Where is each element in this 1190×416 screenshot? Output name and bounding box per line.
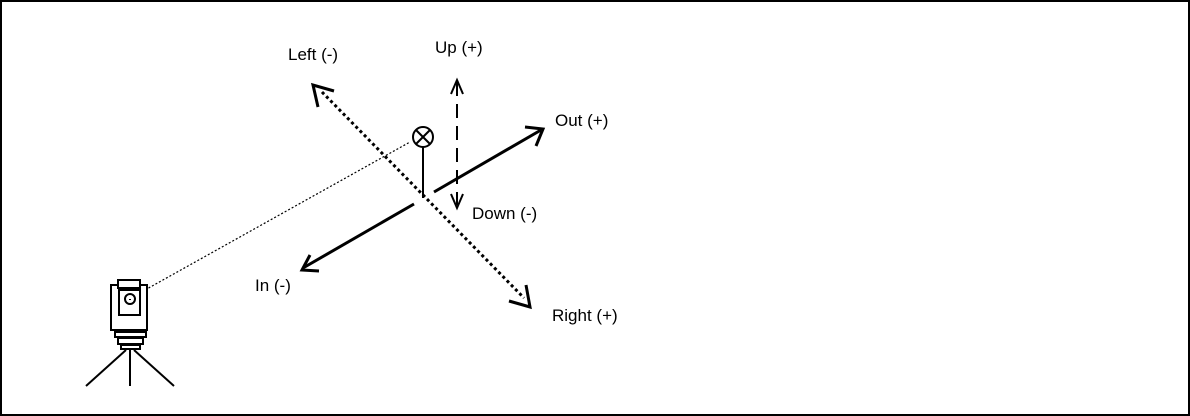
line-of-sight — [144, 141, 411, 291]
in-out-axis — [299, 125, 546, 273]
label-right: Right (+) — [552, 306, 618, 325]
left-right-axis — [310, 82, 532, 310]
right-arrowhead — [508, 284, 532, 310]
up-down-axis — [450, 77, 464, 211]
label-in: In (-) — [255, 276, 291, 295]
label-up: Up (+) — [435, 38, 483, 57]
label-left: Left (-) — [288, 45, 338, 64]
prism-target-icon — [412, 126, 434, 198]
label-out: Out (+) — [555, 111, 608, 130]
up-arrowhead — [450, 77, 464, 95]
down-arrowhead — [450, 193, 464, 211]
in-arrowhead — [299, 254, 320, 273]
out-arrowhead — [524, 125, 546, 147]
total-station-icon — [85, 279, 175, 387]
left-arrowhead — [310, 82, 335, 108]
label-down: Down (-) — [472, 204, 537, 223]
